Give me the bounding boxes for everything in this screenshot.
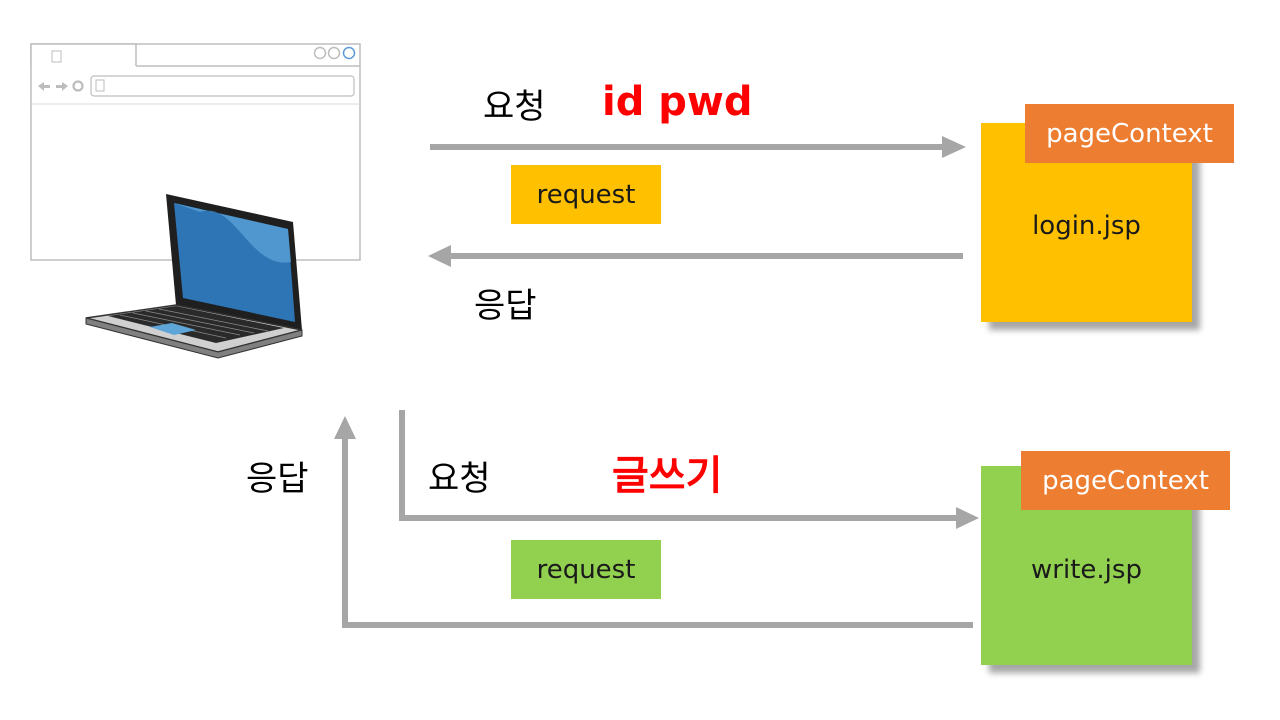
bottom-response-arrow [334, 416, 973, 628]
bottom-request-arrow [399, 410, 979, 529]
top-params-label: id pwd [602, 79, 753, 125]
top-response-arrow [428, 245, 963, 267]
client-illustration [30, 43, 361, 359]
top-request-label: 요청 [483, 87, 546, 127]
login-page-context-tag: pageContext [1025, 104, 1234, 163]
top-response-label: 응답 [474, 286, 537, 326]
bottom-action-label: 글쓰기 [612, 453, 723, 499]
top-request-arrow [430, 136, 966, 158]
bottom-request-label: 요청 [428, 459, 491, 499]
forward-arrow-icon [56, 82, 68, 91]
login-page-name: login.jsp [1032, 210, 1141, 241]
write-page-name: write.jsp [1031, 554, 1142, 585]
top-request-box: request [511, 165, 661, 224]
bottom-response-label: 응답 [246, 459, 309, 499]
reload-icon [72, 80, 84, 92]
laptop-icon [85, 194, 303, 359]
bottom-request-box: request [511, 540, 661, 599]
write-page-context-tag: pageContext [1021, 451, 1230, 510]
back-arrow-icon [38, 82, 50, 91]
